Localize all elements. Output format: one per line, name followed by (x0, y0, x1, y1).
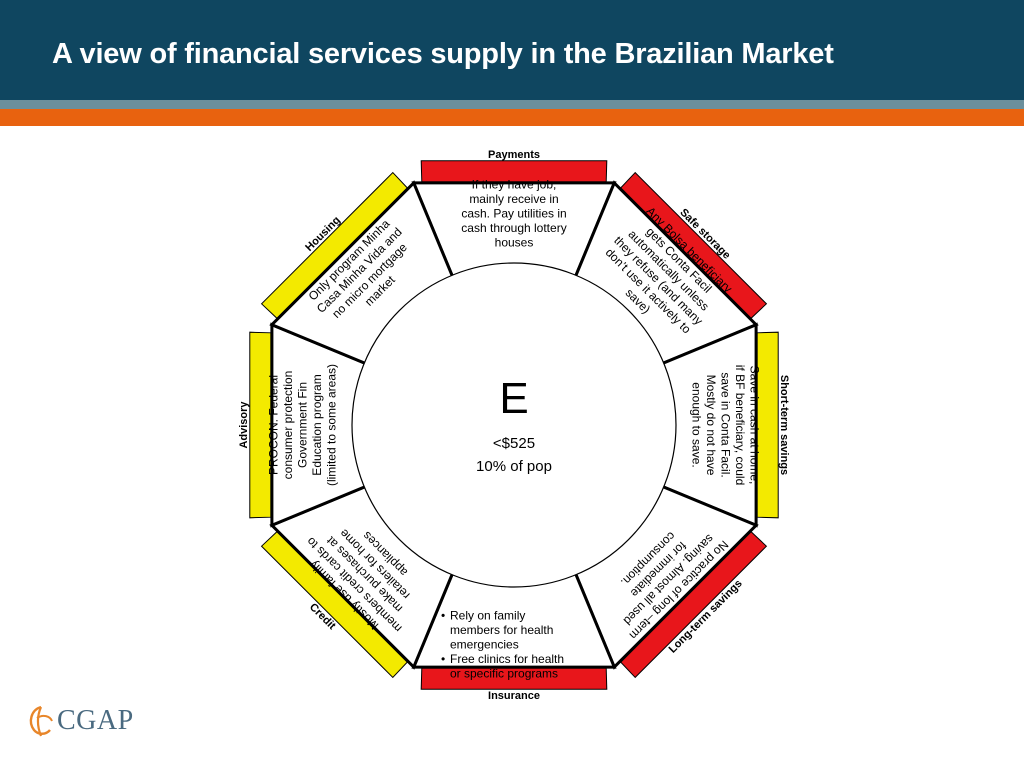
text-line-short-term-savings: enough to save. (690, 382, 704, 467)
bullet-text-insurance: emergencies (450, 638, 519, 652)
header-accent-bar (0, 109, 1024, 126)
text-line-payments: cash. Pay utilities in (461, 207, 566, 221)
center-population: 10% of pop (476, 458, 552, 475)
text-line-short-term-savings: save in Conta Facil. (719, 372, 733, 477)
bullet-text-insurance: Free clinics for health (450, 652, 564, 666)
bullet-marker: • (441, 652, 445, 666)
text-line-payments: cash through lottery (461, 221, 566, 235)
tab-label-payments: Payments (488, 149, 540, 161)
segment-short-term-savings: Short-term savings Save in cash at home,i… (661, 322, 790, 528)
center-income: <$525 (493, 435, 535, 452)
segment-payments: Payments If they have job,mainly receive … (411, 149, 617, 278)
text-line-advisory: Government Fin (296, 382, 310, 468)
tab-label-insurance: Insurance (488, 690, 540, 702)
text-line-advisory: (limited to some areas) (325, 364, 339, 486)
bullet-marker: • (441, 609, 445, 623)
text-line-payments: mainly receive in (469, 192, 558, 206)
slide-title: A view of financial services supply in t… (52, 38, 834, 70)
text-line-short-term-savings: Save in cash at home, (748, 366, 762, 485)
segments-layer: Payments If they have job,mainly receive … (238, 149, 790, 702)
text-line-payments: If they have job, (472, 178, 557, 192)
text-payments: If they have job,mainly receive incash. … (461, 178, 566, 250)
center-letter: E (499, 374, 528, 423)
text-line-short-term-savings: Mostly do not have (704, 375, 718, 476)
text-line-advisory: consumer protection (281, 371, 295, 480)
center-circle (351, 262, 677, 588)
bullet-text-insurance: members for health (450, 623, 553, 637)
text-short-term-savings: Save in cash at home,if BF beneficiary, … (690, 365, 762, 486)
text-line-advisory: PROCON: Federal (267, 375, 281, 475)
text-line-short-term-savings: if BF beneficiary, could (733, 365, 747, 486)
tab-label-advisory: Advisory (238, 401, 250, 449)
text-line-payments: houses (495, 236, 534, 250)
tab-label-short-term-savings: Short-term savings (778, 375, 790, 475)
bullet-text-insurance: or specific programs (450, 667, 558, 681)
bullet-text-insurance: Rely on family (450, 609, 525, 623)
cgap-logo-mark-icon (29, 705, 53, 737)
header-bar (0, 0, 1024, 100)
header-stripe (0, 100, 1024, 109)
text-line-advisory: Education program (310, 374, 324, 475)
cgap-logo: CGAP (26, 704, 134, 738)
cgap-logo-text: CGAP (57, 705, 134, 736)
